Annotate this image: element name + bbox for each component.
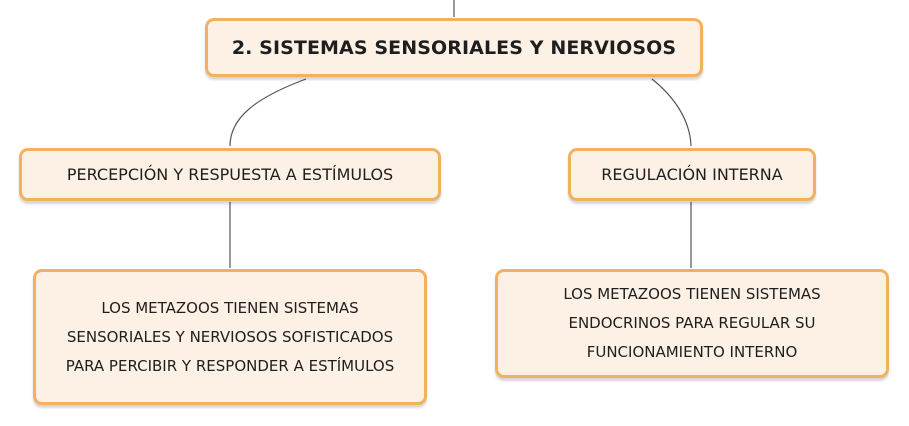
detail-node-regulation[interactable]: LOS METAZOOS TIENEN SISTEMAS ENDOCRINOS …	[495, 269, 889, 378]
topic-node-perception[interactable]: PERCEPCIÓN Y RESPUESTA A ESTÍMULOS	[19, 148, 441, 201]
root-topic-node[interactable]: 2. SISTEMAS SENSORIALES Y NERVIOSOS	[205, 18, 703, 77]
detail-text-regulation: LOS METAZOOS TIENEN SISTEMAS ENDOCRINOS …	[563, 285, 821, 361]
detail-node-perception[interactable]: LOS METAZOOS TIENEN SISTEMAS SENSORIALES…	[33, 269, 427, 405]
topic-label-regulation: REGULACIÓN INTERNA	[601, 165, 783, 184]
connector-root-to-regulation	[651, 78, 692, 147]
connector-root-to-perception	[229, 78, 307, 147]
topic-node-regulation[interactable]: REGULACIÓN INTERNA	[568, 148, 816, 201]
root-topic-label: 2. SISTEMAS SENSORIALES Y NERVIOSOS	[231, 36, 677, 59]
detail-text-perception: LOS METAZOOS TIENEN SISTEMAS SENSORIALES…	[65, 298, 395, 375]
topic-label-perception: PERCEPCIÓN Y RESPUESTA A ESTÍMULOS	[66, 165, 394, 184]
